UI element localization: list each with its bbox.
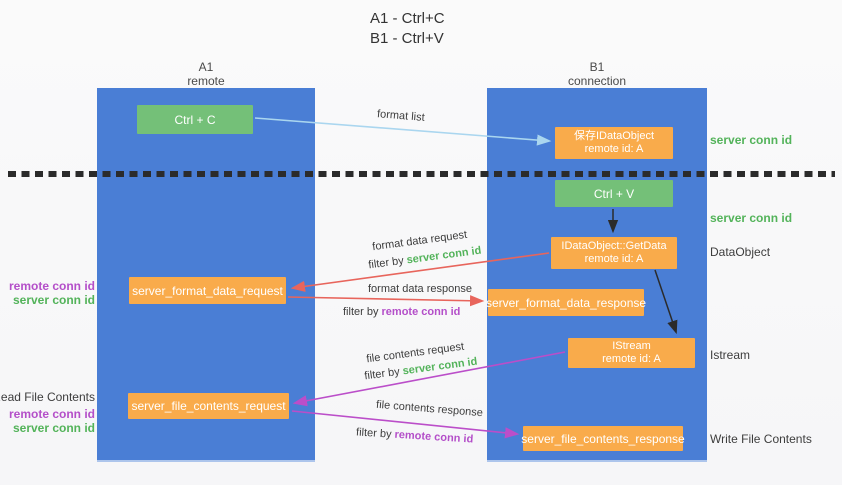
filter-by-value-1: server conn id bbox=[405, 244, 483, 267]
file-contents-response-label: file contents response bbox=[375, 398, 484, 420]
ctrl-v-box: Ctrl + V bbox=[555, 180, 673, 207]
format-data-response-arrow bbox=[287, 295, 485, 307]
remote-conn-id-annotation-1: remote conn id bbox=[8, 279, 95, 293]
filter-by-value-2: remote conn id bbox=[381, 306, 461, 318]
filter-by-prefix-1: filter by bbox=[367, 254, 408, 272]
idataobject-getdata-line1: IDataObject::GetData bbox=[561, 240, 667, 252]
column-b1-role: connection bbox=[567, 74, 627, 88]
save-idataobject-box: 保存IDataObject remote id: A bbox=[555, 127, 673, 159]
title-line-2: B1 - Ctrl+V bbox=[370, 30, 444, 47]
save-idataobject-line1: 保存IDataObject bbox=[573, 130, 655, 142]
server-format-data-request-label: server_format_data_request bbox=[132, 283, 283, 298]
filter-by-remote-conn-id-label-1: filter by remote conn id bbox=[343, 306, 460, 318]
format-list-label: format list bbox=[376, 108, 426, 124]
write-file-contents-annotation: Write File Contents bbox=[710, 432, 812, 446]
title-line-1: A1 - Ctrl+C bbox=[370, 10, 445, 27]
dataobject-annotation: DataObject bbox=[710, 245, 771, 259]
filter-by-prefix-2: filter by bbox=[343, 306, 382, 318]
server-format-data-response-box: server_format_data_response bbox=[485, 289, 647, 316]
diagram-title: A1 - Ctrl+C B1 - Ctrl+V bbox=[370, 9, 445, 49]
column-a1-role: remote bbox=[187, 74, 225, 88]
server-file-contents-response-box: server_file_contents_response bbox=[521, 426, 685, 451]
filter-by-value-4: remote conn id bbox=[394, 428, 474, 446]
ctrl-c-box: Ctrl + C bbox=[137, 105, 253, 134]
column-a1-name: A1 bbox=[198, 60, 214, 74]
column-b1-name: B1 bbox=[589, 60, 605, 74]
server-conn-id-annotation-1: server conn id bbox=[12, 293, 95, 307]
ctrl-c-label: Ctrl + C bbox=[174, 112, 216, 127]
server-file-contents-request-box: server_file_contents_request bbox=[128, 393, 289, 419]
server-file-contents-request-label: server_file_contents_request bbox=[131, 399, 286, 413]
filter-by-prefix-4: filter by bbox=[355, 426, 395, 441]
filter-by-prefix-3: filter by bbox=[363, 365, 404, 383]
read-file-contents-annotation: Read File Contents bbox=[0, 390, 95, 404]
column-header-b1: B1 connection bbox=[487, 60, 707, 88]
ctrl-v-label: Ctrl + V bbox=[593, 186, 635, 201]
filter-by-remote-conn-id-label-2: filter by remote conn id bbox=[356, 426, 474, 445]
idataobject-getdata-line2: remote id: A bbox=[584, 253, 644, 265]
idataobject-getdata-box: IDataObject::GetData remote id: A bbox=[551, 237, 677, 269]
server-conn-id-annotation-mid: server conn id bbox=[710, 211, 793, 225]
format-data-response-label: format data response bbox=[368, 283, 472, 295]
server-format-data-response-label: server_format_data_response bbox=[485, 295, 647, 310]
istream-box: IStream remote id: A bbox=[568, 338, 695, 368]
server-conn-id-annotation-top: server conn id bbox=[710, 133, 793, 147]
istream-annotation: Istream bbox=[710, 348, 751, 362]
server-file-contents-response-label: server_file_contents_response bbox=[521, 431, 685, 446]
remote-conn-id-annotation-2: remote conn id bbox=[8, 407, 95, 421]
save-idataobject-line2: remote id: A bbox=[584, 143, 644, 155]
format-request-id-annotations: remote conn id server conn id bbox=[9, 279, 95, 307]
column-header-a1: A1 remote bbox=[96, 60, 316, 88]
server-format-data-request-box: server_format_data_request bbox=[129, 277, 286, 304]
istream-line1: IStream bbox=[612, 340, 651, 352]
server-conn-id-annotation-2: server conn id bbox=[12, 421, 95, 435]
file-request-id-annotations: Read File Contents remote conn id server… bbox=[0, 390, 95, 435]
istream-line2: remote id: A bbox=[602, 353, 661, 365]
